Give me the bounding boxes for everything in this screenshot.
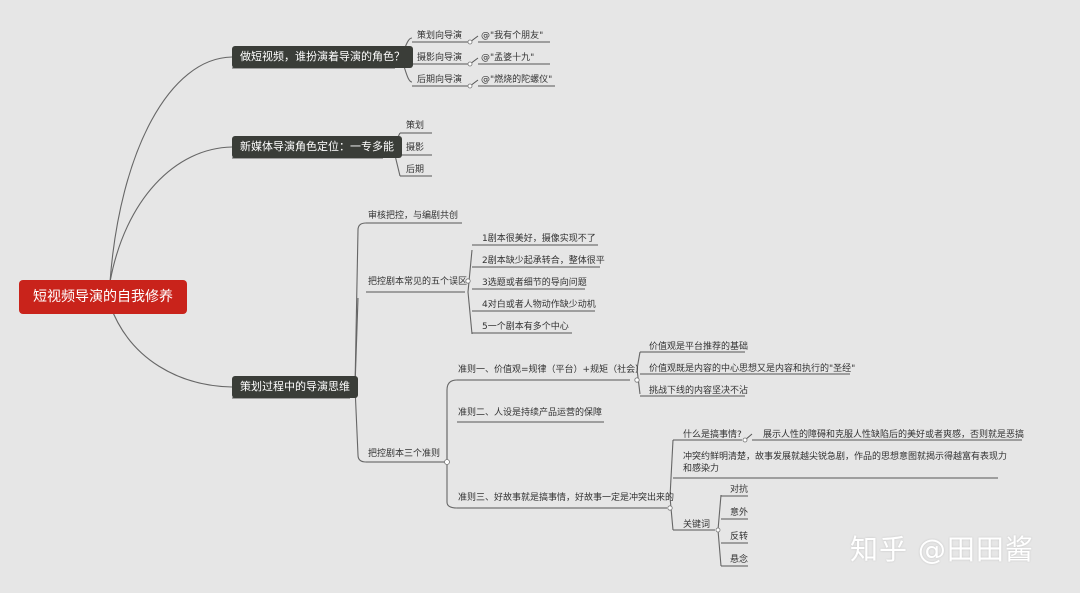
branch-planning-thinking[interactable]: 策划过程中的导演思维 [232, 376, 358, 398]
root-node[interactable]: 短视频导演的自我修养 [19, 280, 187, 314]
three-rules-node[interactable]: 把控剧本三个准则 [368, 449, 441, 459]
rule3-node[interactable]: 准则三、好故事就是搞事情，好故事一定是冲突出来的 [458, 493, 675, 503]
role-post[interactable]: 后期向导演 [417, 75, 463, 85]
branch-director-role[interactable]: 做短视频，谁扮演着导演的角色？ [232, 46, 413, 68]
branch-role-position[interactable]: 新媒体导演角色定位：一专多能 [232, 136, 402, 158]
example-camera[interactable]: @"孟婆十九" [481, 53, 535, 63]
watermark: 知乎 @田田酱 [850, 533, 1034, 566]
mistake-item[interactable]: 4对白或者人物动作缺少动机 [482, 300, 596, 310]
what-is-node[interactable]: 什么是搞事情? [683, 430, 742, 440]
example-post[interactable]: @"燃烧的陀螺仪" [481, 75, 553, 85]
mistake-item[interactable]: 3选题或者细节的导向问题 [482, 278, 587, 288]
skill-post[interactable]: 后期 [406, 165, 425, 175]
keyword-item[interactable]: 悬念 [730, 555, 749, 565]
rule1-item[interactable]: 价值观既是内容的中心思想又是内容和执行的"圣经" [649, 364, 856, 374]
role-camera[interactable]: 摄影向导演 [417, 53, 463, 63]
skill-planning[interactable]: 策划 [406, 121, 425, 131]
rule2-node[interactable]: 准则二、人设是持续产品运营的保障 [458, 408, 603, 418]
conflict-node[interactable]: 冲突约鲜明清楚，故事发展就越尖锐急剧，作品的思想意图就揭示得越富有表现力和感染力 [683, 452, 1008, 474]
keyword-item[interactable]: 对抗 [730, 485, 749, 495]
rule1-node[interactable]: 准则一、价值观=规律（平台）+规矩（社会） [458, 365, 645, 375]
rule1-item[interactable]: 价值观是平台推荐的基础 [649, 342, 749, 352]
five-mistakes-node[interactable]: 把控剧本常见的五个误区 [368, 277, 468, 287]
mistake-item[interactable]: 2剧本缺少起承转合，整体很平 [482, 256, 605, 266]
keyword-item[interactable]: 反转 [730, 532, 749, 542]
rule1-item[interactable]: 挑战下线的内容坚决不沾 [649, 386, 749, 396]
role-planning[interactable]: 策划向导演 [417, 31, 463, 41]
review-node[interactable]: 审核把控，与编剧共创 [368, 211, 459, 221]
keywords-node[interactable]: 关键词 [683, 520, 711, 530]
what-is-answer[interactable]: 展示人性的障碍和克服人性缺陷后的美好或者爽感，否则就是恶搞 [763, 430, 1025, 440]
keyword-item[interactable]: 意外 [730, 508, 749, 518]
mistake-item[interactable]: 5一个剧本有多个中心 [482, 322, 569, 332]
example-planning[interactable]: @"我有个朋友" [481, 31, 544, 41]
mistake-item[interactable]: 1剧本很美好，摄像实现不了 [482, 234, 596, 244]
skill-camera[interactable]: 摄影 [406, 143, 425, 153]
